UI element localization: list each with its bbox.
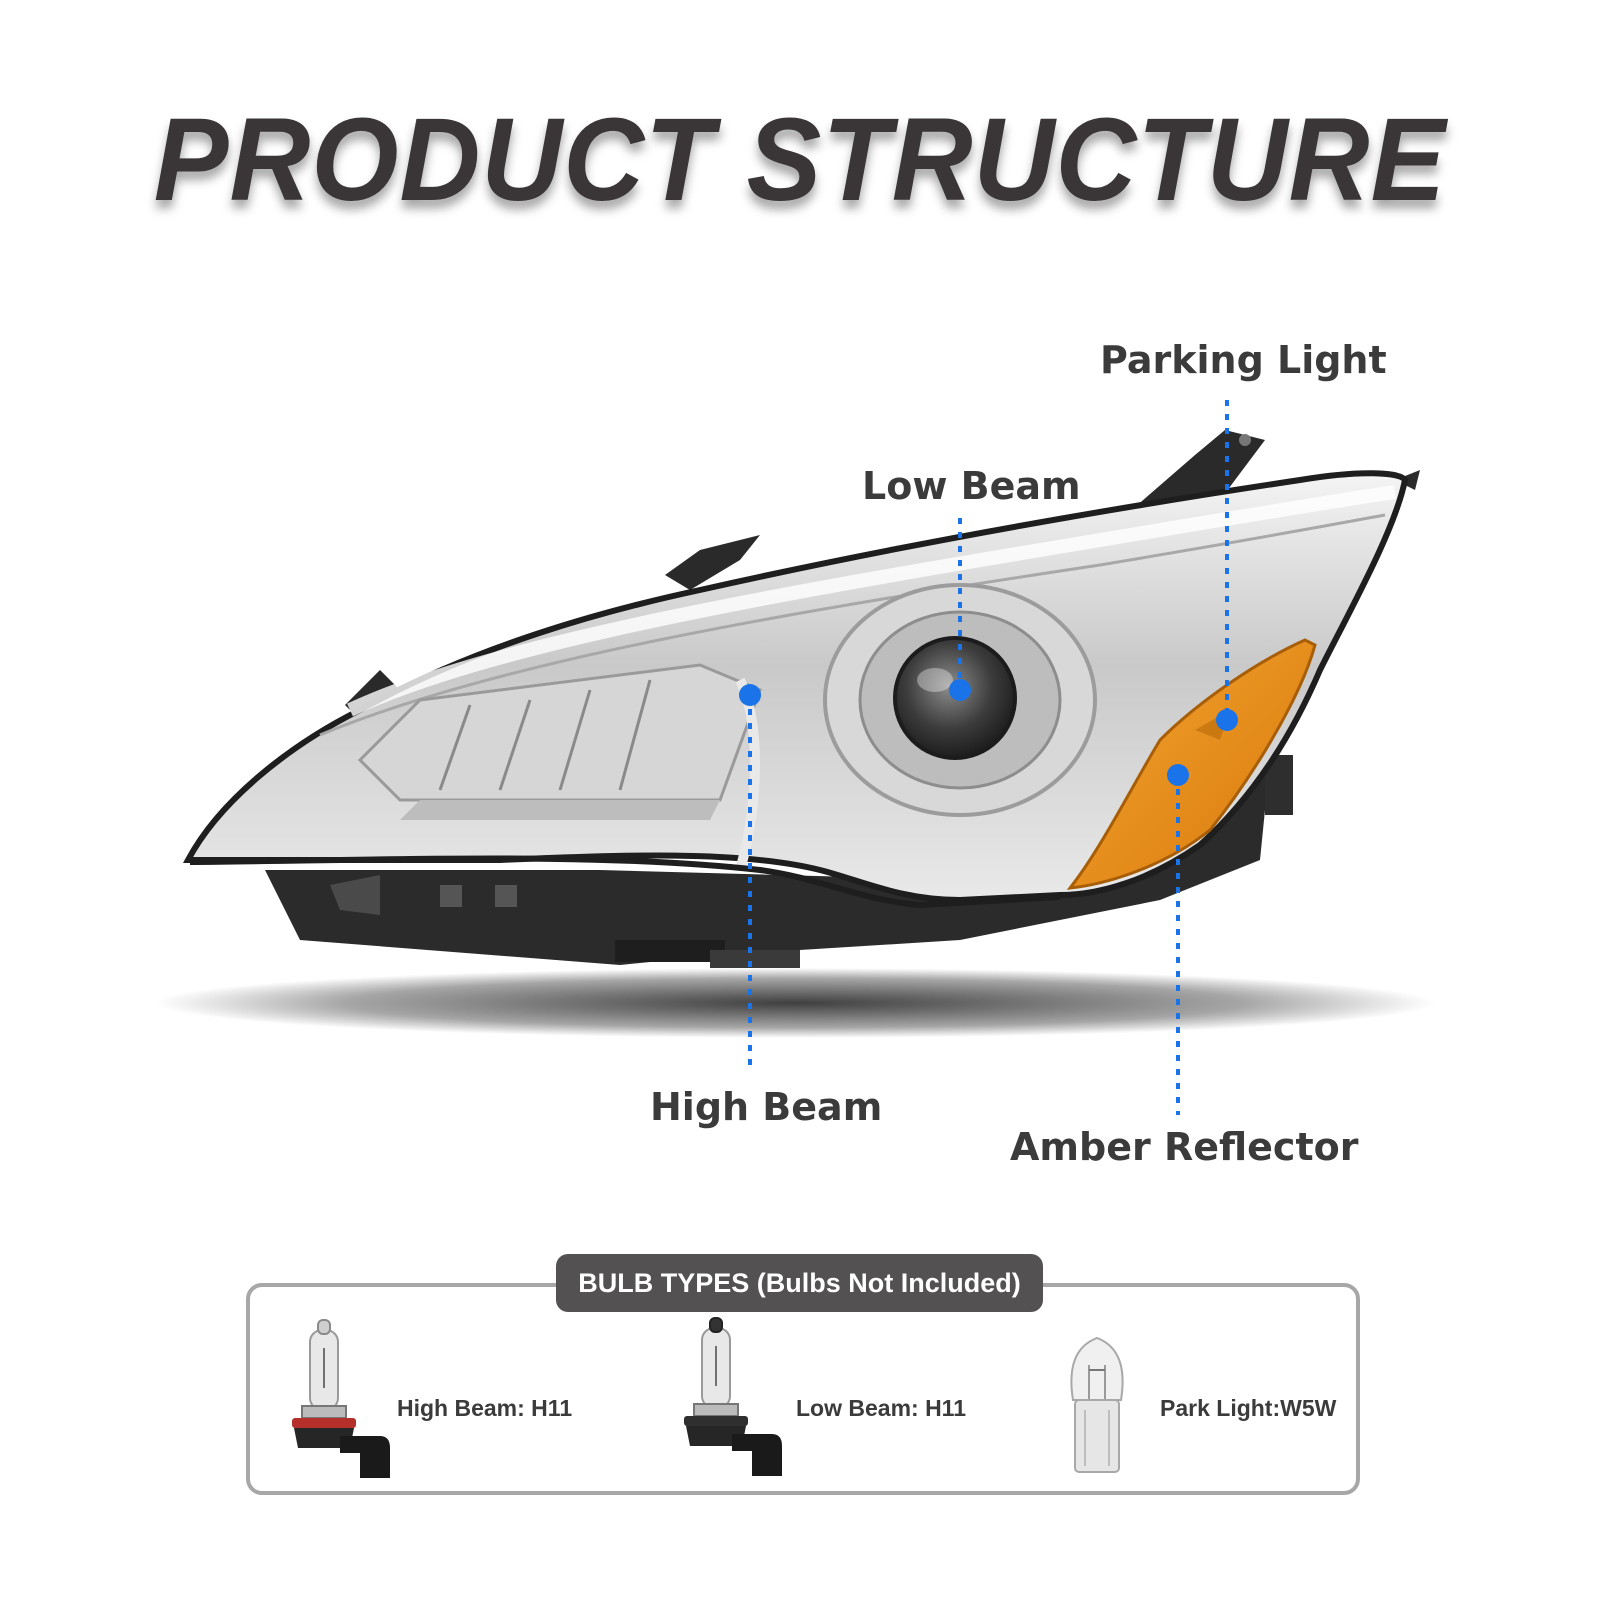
callout-label-high-beam: High Beam <box>650 1085 883 1129</box>
bulb-types-header: BULB TYPES (Bulbs Not Included) <box>556 1254 1043 1312</box>
callout-dot-parking <box>1216 709 1238 731</box>
callout-label-parking-light: Parking Light <box>1100 338 1387 382</box>
callout-dot-low <box>949 679 971 701</box>
page-title: PRODUCT STRUCTURE <box>153 93 1447 226</box>
h11-bulb-icon <box>292 1319 390 1478</box>
h11-bulb-icon <box>684 1317 782 1476</box>
callout-dot-high <box>739 684 761 706</box>
bulb-types-panel <box>246 1283 1360 1495</box>
ground-shadow <box>155 968 1435 1038</box>
high-beam-reflector <box>357 663 762 802</box>
w5w-bulb-icon <box>1070 1336 1124 1473</box>
amber-reflector <box>1066 638 1317 890</box>
bulb-label-low-beam: Low Beam: H11 <box>796 1395 966 1421</box>
callout-label-low-beam: Low Beam <box>862 464 1081 508</box>
callout-dot-amber <box>1167 764 1189 786</box>
callout-label-amber-reflector: Amber Reflector <box>1010 1125 1359 1169</box>
bulb-label-park-light: Park Light:W5W <box>1160 1395 1337 1421</box>
bulb-label-high-beam: High Beam: H11 <box>397 1395 573 1421</box>
